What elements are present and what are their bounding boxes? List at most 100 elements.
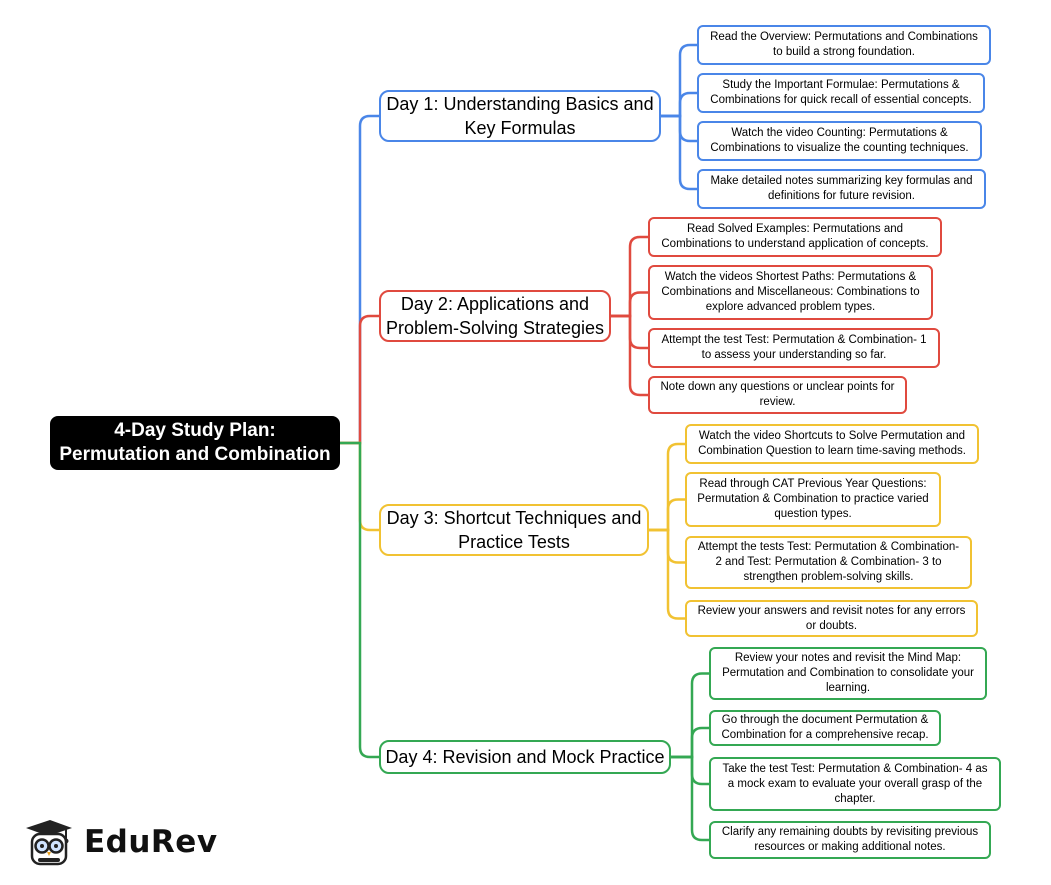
day-4-task-3-line: a mock exam to evaluate your overall gra… bbox=[727, 777, 983, 790]
day-1-task-2-line: Combinations for quick recall of essenti… bbox=[710, 94, 972, 106]
day-3-title-line: Practice Tests bbox=[458, 532, 570, 552]
day-4-task-1: Review your notes and revisit the Mind M… bbox=[709, 647, 987, 700]
day-4-task-1-line: Review your notes and revisit the Mind M… bbox=[734, 652, 962, 664]
day-4-node: Day 4: Revision and Mock Practice bbox=[379, 740, 671, 774]
root-node-text: 4-Day Study Plan: Permutation and Combina… bbox=[59, 419, 330, 467]
day-3-task-1: Watch the video Shortcuts to Solve Permu… bbox=[685, 424, 979, 464]
day-3-task-4-line: Review your answers and revisit notes fo… bbox=[697, 604, 966, 617]
day-2-task-2-text: Watch the videos Shortest Paths: Permuta… bbox=[661, 270, 919, 315]
day-2-task-2: Watch the videos Shortest Paths: Permuta… bbox=[648, 265, 933, 320]
day-2-task-3-line: to assess your understanding so far. bbox=[701, 349, 887, 361]
day-2-task-3-text: Attempt the test Test: Permutation & Com… bbox=[661, 333, 926, 363]
day-3-task-3-line: 2 and Test: Permutation & Combination- 3… bbox=[715, 556, 942, 568]
day-4-task-3-text: Take the test Test: Permutation & Combin… bbox=[722, 762, 987, 807]
day-2-task-2-branch bbox=[611, 291, 648, 318]
day-2-task-1-line: Combinations to understand application o… bbox=[661, 238, 929, 250]
graduate-owl-icon bbox=[26, 820, 72, 866]
day-4-task-1-line: Permutation and Combination to consolida… bbox=[722, 667, 974, 679]
day-3-task-4-branch bbox=[649, 528, 685, 620]
day-3-task-4-line: or doubts. bbox=[805, 619, 858, 632]
day-3-task-4: Review your answers and revisit notes fo… bbox=[685, 600, 978, 637]
day-1-title-line: Key Formulas bbox=[464, 118, 576, 138]
root-title-line: 4-Day Study Plan: bbox=[114, 420, 276, 441]
day-4-task-4-line: Clarify any remaining doubts by revisiti… bbox=[721, 826, 979, 838]
day-4-task-3-line: Take the test Test: Permutation & Combin… bbox=[722, 762, 988, 775]
day-1-task-4-branch bbox=[661, 114, 697, 191]
day-2-title-line: Day 2: Applications and bbox=[400, 294, 590, 314]
day-1-task-2: Study the Important Formulae: Permutatio… bbox=[697, 73, 985, 113]
day-3-task-1-line: Watch the video Shortcuts to Solve Permu… bbox=[698, 430, 966, 442]
day-4-task-3-line: chapter. bbox=[834, 792, 876, 805]
day-2-task-4-line: Note down any questions or unclear point… bbox=[660, 381, 895, 393]
day-1-branch bbox=[340, 114, 379, 445]
day-1-task-2-branch bbox=[661, 91, 697, 118]
day-3-task-1-text: Watch the video Shortcuts to Solve Permu… bbox=[698, 429, 966, 459]
day-1-task-3-line: Combinations to visualize the counting t… bbox=[710, 142, 969, 154]
edurev-logo: EduRev bbox=[22, 816, 218, 868]
day-4-title-line: Day 4: Revision and Mock Practice bbox=[385, 747, 665, 767]
day-1-task-4-line: definitions for future revision. bbox=[767, 190, 915, 202]
day-2-task-2-line: Watch the videos Shortest Paths: Permuta… bbox=[664, 271, 917, 283]
day-4-task-4-text: Clarify any remaining doubts by revisiti… bbox=[722, 825, 978, 855]
day-3-task-2-text: Read through CAT Previous Year Questions… bbox=[697, 477, 928, 522]
day-3-task-3-line: Attempt the tests Test: Permutation & Co… bbox=[697, 541, 960, 553]
day-2-title-line: Problem-Solving Strategies bbox=[385, 318, 605, 338]
day-3-task-2-line: question types. bbox=[774, 508, 852, 520]
day-4-branch bbox=[340, 441, 379, 759]
root-title-line: Permutation and Combination bbox=[59, 444, 331, 465]
day-4-task-4: Clarify any remaining doubts by revisiti… bbox=[709, 821, 991, 859]
day-1-task-1-line: Read the Overview: Permutations and Comb… bbox=[710, 31, 978, 43]
day-2-task-4-text: Note down any questions or unclear point… bbox=[661, 380, 895, 410]
day-1-task-3-text: Watch the video Counting: Permutations &… bbox=[710, 126, 968, 156]
day-2-task-4-line: review. bbox=[759, 396, 796, 408]
day-2-task-3: Attempt the test Test: Permutation & Com… bbox=[648, 328, 940, 368]
day-3-task-3-text: Attempt the tests Test: Permutation & Co… bbox=[698, 540, 959, 585]
day-1-task-3: Watch the video Counting: Permutations &… bbox=[697, 121, 982, 161]
day-3-title-line: Day 3: Shortcut Techniques and bbox=[386, 508, 642, 528]
day-4-title: Day 4: Revision and Mock Practice bbox=[385, 745, 664, 769]
day-2-task-3-line: Attempt the test Test: Permutation & Com… bbox=[661, 334, 927, 346]
day-4-task-3: Take the test Test: Permutation & Combin… bbox=[709, 757, 1001, 811]
day-4-task-2-text: Go through the document Permutation & Com… bbox=[721, 713, 928, 743]
day-4-task-1-line: learning. bbox=[825, 682, 871, 694]
day-1-task-4: Make detailed notes summarizing key form… bbox=[697, 169, 986, 209]
root-node: 4-Day Study Plan: Permutation and Combina… bbox=[50, 416, 340, 470]
day-4-task-1-branch bbox=[671, 672, 709, 759]
day-2-task-1-branch bbox=[611, 235, 648, 318]
day-1-task-3-line: Watch the video Counting: Permutations & bbox=[731, 127, 948, 139]
day-1-task-1-text: Read the Overview: Permutations and Comb… bbox=[710, 30, 978, 60]
day-3-task-4-text: Review your answers and revisit notes fo… bbox=[698, 604, 966, 634]
day-3-task-1-branch bbox=[649, 442, 685, 532]
day-4-task-4-branch bbox=[671, 755, 709, 842]
day-4-task-2-branch bbox=[671, 726, 709, 759]
day-2-task-4-branch bbox=[611, 314, 648, 397]
day-1-task-2-text: Study the Important Formulae: Permutatio… bbox=[710, 78, 971, 108]
day-4-task-4-line: resources or making additional notes. bbox=[754, 841, 946, 853]
day-3-task-2-branch bbox=[649, 498, 685, 532]
day-1-task-2-line: Study the Important Formulae: Permutatio… bbox=[722, 79, 960, 91]
day-1-task-1: Read the Overview: Permutations and Comb… bbox=[697, 25, 991, 65]
day-3-task-3: Attempt the tests Test: Permutation & Co… bbox=[685, 536, 972, 589]
day-3-task-2: Read through CAT Previous Year Questions… bbox=[685, 472, 941, 527]
day-1-task-4-text: Make detailed notes summarizing key form… bbox=[710, 174, 972, 204]
day-4-task-2: Go through the document Permutation & Com… bbox=[709, 710, 941, 746]
day-4-task-2-line: Go through the document Permutation & bbox=[721, 714, 929, 726]
day-3-task-1-line: Combination Question to learn time-savin… bbox=[698, 445, 966, 457]
day-3-task-3-line: strengthen problem-solving skills. bbox=[743, 571, 914, 583]
day-2-task-4: Note down any questions or unclear point… bbox=[648, 376, 907, 414]
day-4-task-3-branch bbox=[671, 755, 709, 786]
logo-text: EduRev bbox=[84, 824, 218, 860]
day-3-task-2-line: Read through CAT Previous Year Questions… bbox=[699, 478, 927, 490]
day-1-task-1-line: to build a strong foundation. bbox=[773, 46, 915, 58]
day-3-task-2-line: Permutation & Combination to practice va… bbox=[697, 493, 929, 505]
day-4-task-2-line: Combination for a comprehensive recap. bbox=[721, 729, 929, 741]
day-2-task-2-line: explore advanced problem types. bbox=[705, 301, 876, 313]
